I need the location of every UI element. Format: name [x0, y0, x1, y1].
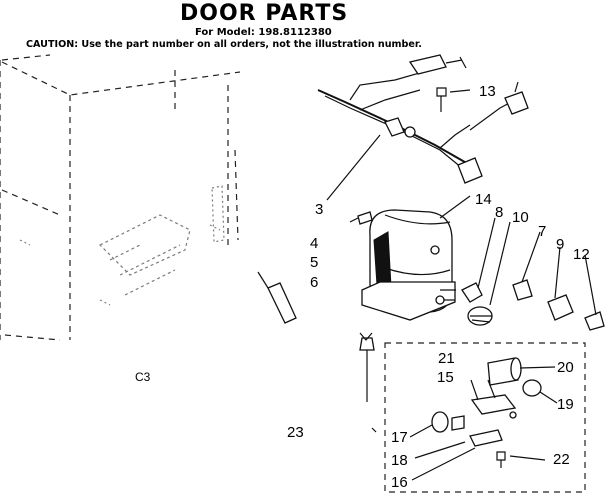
arrow-marks: [349, 217, 377, 433]
callout-4: 4: [310, 235, 318, 252]
screw-13: [436, 87, 471, 112]
callout-9: 9: [556, 236, 564, 253]
cap-19: [522, 379, 542, 397]
callout-3: 3: [315, 201, 323, 218]
relay-cover-parts: [512, 279, 605, 331]
callout-5: 5: [310, 254, 318, 271]
callout-23: 23: [287, 424, 304, 441]
callout-16: 16: [391, 474, 408, 491]
bracket-15: [470, 379, 517, 419]
wiring-harness: [317, 54, 529, 184]
part-17: [431, 411, 465, 433]
callout-20: 20: [557, 359, 574, 376]
callout-14: 14: [475, 191, 492, 208]
screw-22: [496, 451, 506, 468]
callout-21: 21: [438, 350, 455, 367]
compressor: [361, 209, 456, 321]
callout-12: 12: [573, 246, 590, 263]
small-clip: [357, 211, 373, 225]
callout-15: 15: [437, 369, 454, 386]
capacitor-20: [487, 357, 522, 386]
callout-13: 13: [479, 83, 496, 100]
leader-lines: [326, 134, 597, 481]
overload-relay: [461, 282, 493, 326]
model-number: For Model: 198.8112380: [195, 27, 332, 38]
plate-16: [469, 429, 503, 447]
caution-note: CAUTION: Use the part number on all orde…: [26, 39, 422, 50]
door-handle-part: [257, 271, 297, 324]
cabinet-outline: [0, 54, 241, 341]
callout-8: 8: [495, 204, 503, 221]
callout-17: 17: [391, 429, 408, 446]
diagram-title: DOOR PARTS: [180, 1, 348, 26]
callout-18: 18: [391, 452, 408, 469]
callout-22: 22: [553, 451, 570, 468]
callout-6: 6: [310, 274, 318, 291]
cabinet-internal-fixtures: [19, 185, 225, 306]
callout-7: 7: [538, 223, 546, 240]
grommet-stud: [359, 337, 375, 402]
callout-C3: C3: [135, 370, 151, 384]
callout-19: 19: [557, 396, 574, 413]
callout-labels: 13 3 14 8 10 7 9 12 4 5 6 C3 21 20 15 19…: [135, 83, 590, 491]
callout-10: 10: [512, 209, 529, 226]
parts-kit-box: [384, 342, 586, 493]
